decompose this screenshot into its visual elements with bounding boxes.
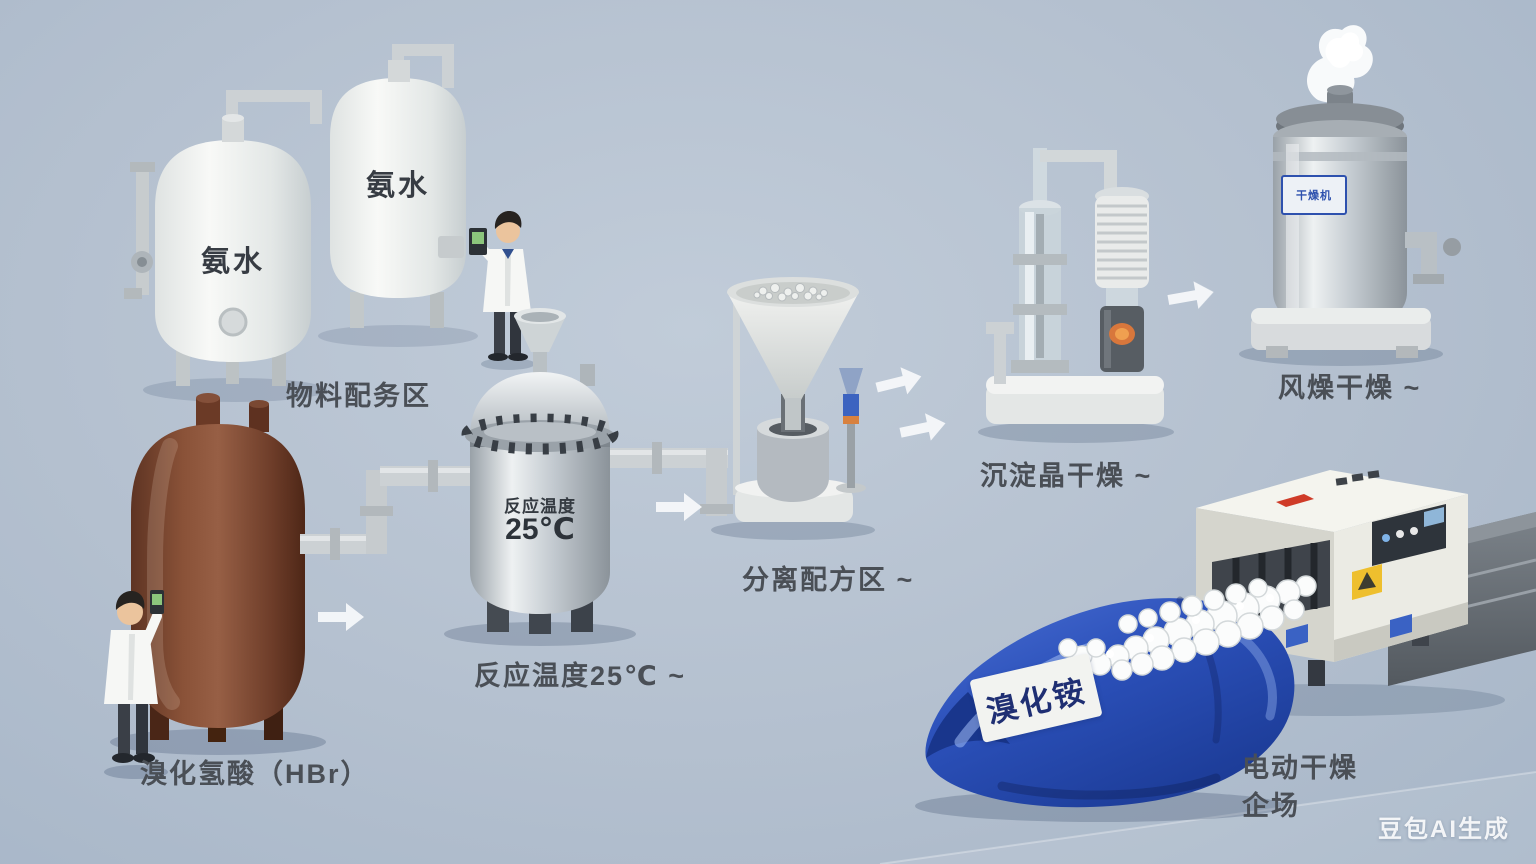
dryer-nameplate: 干燥机 bbox=[1281, 175, 1347, 215]
ammonia-tank-left-label: 氨水 bbox=[200, 246, 265, 278]
flow-arrow-icon bbox=[318, 603, 364, 631]
ai-watermark: 豆包AI生成 bbox=[1378, 816, 1510, 843]
hbr-tank-label: 溴化氢酸（HBr） bbox=[140, 759, 370, 789]
steam-dryer bbox=[1239, 25, 1461, 366]
distillation-unit bbox=[978, 148, 1174, 443]
air-drying-label: 风燥干燥 ~ bbox=[1278, 373, 1422, 403]
technician-lower bbox=[104, 590, 168, 779]
ammonia-tank-right-label: 氨水 bbox=[365, 170, 430, 202]
separator-funnel bbox=[711, 277, 875, 540]
flow-arrows bbox=[318, 281, 1214, 631]
hbr-tank bbox=[110, 393, 326, 755]
technician-upper bbox=[469, 211, 535, 370]
reaction-temp-label: 反应温度25℃ ~ bbox=[474, 661, 686, 691]
reactor bbox=[300, 308, 733, 646]
packing-label-line2: 企场 bbox=[1242, 791, 1300, 821]
material-area-label: 物料配务区 bbox=[286, 381, 431, 411]
separation-area-label: 分离配方区 ~ bbox=[742, 565, 915, 595]
flow-arrow-icon bbox=[899, 413, 946, 441]
reactor-display-title: 反应温度 bbox=[504, 497, 576, 516]
coil-ribs bbox=[1097, 204, 1147, 280]
packing-label-line1: 电动干燥 bbox=[1242, 753, 1358, 783]
floor-edge bbox=[879, 771, 1536, 864]
power-button bbox=[1276, 494, 1314, 507]
flow-arrow-icon bbox=[1167, 281, 1214, 309]
flow-arrow-icon bbox=[875, 367, 922, 395]
granules bbox=[753, 283, 828, 302]
reactor-display-value: 25℃ bbox=[505, 513, 575, 546]
steam-icon bbox=[1307, 25, 1373, 103]
flow-arrow-icon bbox=[656, 493, 702, 521]
crystal-flow bbox=[1058, 575, 1317, 681]
valve-icon bbox=[1443, 238, 1461, 256]
ammonia-tanks bbox=[124, 44, 478, 402]
sedimentation-drying-label: 沉淀晶干燥 ~ bbox=[980, 461, 1153, 491]
bolt-ring bbox=[461, 413, 619, 455]
